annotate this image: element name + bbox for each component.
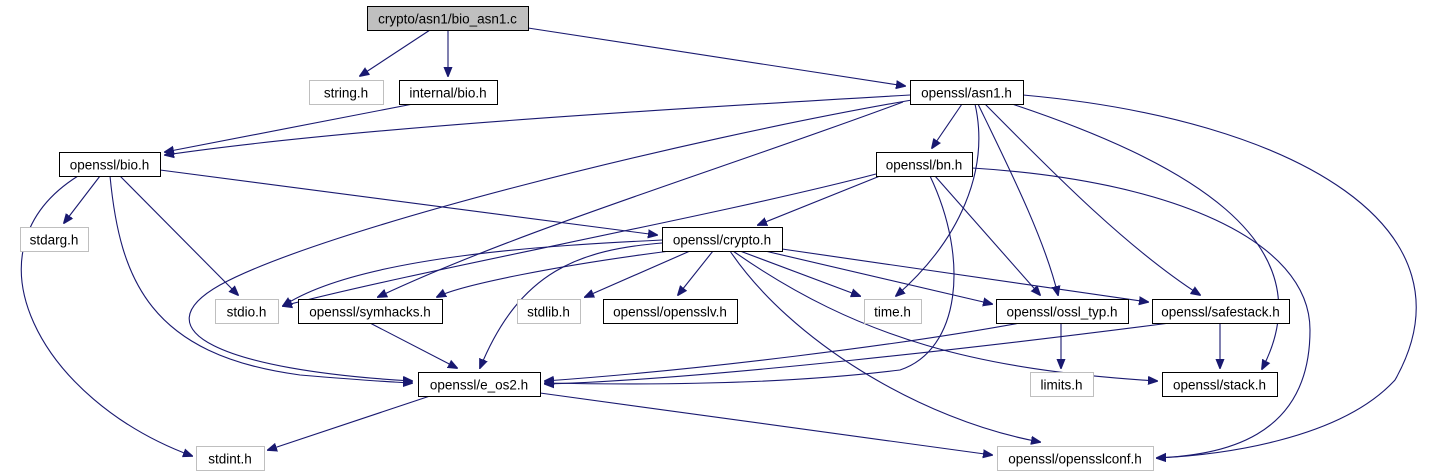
edge-bn-to-stdio	[283, 173, 877, 306]
edge-bio-to-stdint	[20, 175, 192, 456]
edge-crypto-to-symhacks	[437, 250, 671, 297]
edge-bn-to-ossl-typ	[934, 175, 1040, 295]
node-label: stdlib.h	[527, 305, 570, 320]
node-label: openssl/asn1.h	[921, 86, 1012, 101]
node-stack-h[interactable]: openssl/stack.h	[1162, 372, 1278, 397]
edge-asn1-to-stack	[1011, 103, 1280, 369]
edge-asn1-to-ossl-typ	[977, 103, 1058, 295]
node-label: crypto/asn1/bio_asn1.c	[378, 12, 517, 27]
edge-asn1-to-bn	[932, 103, 963, 148]
edge-asn1-to-safestack	[984, 103, 1200, 295]
node-stdio-h[interactable]: stdio.h	[215, 299, 279, 324]
node-label: openssl/ossl_typ.h	[1006, 305, 1117, 320]
edge-crypto-to-e-os2	[480, 242, 663, 368]
node-label: openssl/bn.h	[886, 158, 963, 173]
node-label: openssl/crypto.h	[673, 233, 771, 248]
edge-bn-to-crypto	[758, 175, 881, 225]
edge-crypto-to-ossl-typ	[764, 250, 992, 304]
edge-internal-bio-to-bio	[165, 103, 414, 152]
node-label: stdarg.h	[30, 233, 79, 248]
node-label: internal/bio.h	[409, 86, 486, 101]
node-label: openssl/safestack.h	[1161, 305, 1280, 320]
node-asn1-h[interactable]: openssl/asn1.h	[910, 80, 1024, 105]
node-label: openssl/e_os2.h	[430, 378, 528, 393]
node-label: openssl/symhacks.h	[309, 305, 431, 320]
node-label: limits.h	[1040, 378, 1082, 393]
edges	[20, 27, 1417, 458]
edge-e-os2-to-opensslconf	[539, 392, 992, 455]
edge-root-to-asn1	[527, 27, 905, 86]
node-stdarg-h[interactable]: stdarg.h	[20, 227, 89, 252]
node-label: openssl/stack.h	[1173, 378, 1266, 393]
node-ossl-typ-h[interactable]: openssl/ossl_typ.h	[996, 299, 1129, 324]
edge-bn-to-opensslconf	[971, 167, 1311, 458]
node-label: openssl/opensslv.h	[613, 305, 727, 320]
edge-bio-to-crypto	[159, 169, 657, 235]
node-bn-h[interactable]: openssl/bn.h	[876, 152, 973, 177]
node-label: time.h	[874, 305, 911, 320]
node-stdlib-h[interactable]: stdlib.h	[517, 299, 581, 324]
node-stdint-h[interactable]: stdint.h	[196, 446, 265, 471]
node-label: string.h	[324, 86, 368, 101]
edge-bio-to-stdarg	[64, 175, 101, 223]
node-safestack-h[interactable]: openssl/safestack.h	[1152, 299, 1290, 324]
edge-asn1-to-bio	[165, 94, 911, 155]
edge-asn1-to-symhacks	[378, 101, 904, 297]
edge-crypto-to-opensslconf	[729, 250, 1040, 442]
node-label: stdint.h	[208, 452, 252, 467]
node-string-h[interactable]: string.h	[309, 80, 384, 105]
edge-e-os2-to-stdint	[268, 395, 431, 450]
edge-crypto-to-safestack	[781, 248, 1148, 302]
edge-root-to-string	[360, 29, 431, 76]
node-label: openssl/bio.h	[70, 158, 150, 173]
edge-asn1-to-time	[896, 103, 980, 296]
edge-bio-to-e-os2	[109, 175, 412, 383]
edge-asn1-to-opensslconf	[1022, 94, 1417, 458]
edge-safestack-to-e-os2	[545, 322, 1171, 384]
edge-crypto-to-opensslv	[678, 250, 714, 295]
node-crypto-h[interactable]: openssl/crypto.h	[662, 227, 783, 252]
node-opensslconf-h[interactable]: openssl/opensslconf.h	[997, 446, 1154, 471]
node-label: stdio.h	[227, 305, 267, 320]
edge-bn-to-e-os2	[545, 175, 955, 384]
node-opensslv-h[interactable]: openssl/opensslv.h	[603, 299, 738, 324]
node-internal-bio-h[interactable]: internal/bio.h	[399, 80, 498, 105]
edge-crypto-to-stdio	[283, 239, 663, 306]
node-bio-h[interactable]: openssl/bio.h	[59, 152, 161, 177]
edge-bio-to-stdio	[119, 175, 238, 295]
edge-symhacks-to-e-os2	[369, 322, 457, 368]
node-e-os2-h[interactable]: openssl/e_os2.h	[418, 372, 541, 397]
edge-crypto-to-stdlib	[585, 250, 691, 297]
edge-ossl-typ-to-e-os2	[545, 322, 1021, 381]
edge-crypto-to-time	[739, 250, 860, 296]
node-limits-h[interactable]: limits.h	[1030, 372, 1094, 397]
nodes: crypto/asn1/bio_asn1.c string.h internal…	[20, 6, 1290, 471]
node-symhacks-h[interactable]: openssl/symhacks.h	[298, 299, 443, 324]
node-time-h[interactable]: time.h	[864, 299, 922, 324]
node-label: openssl/opensslconf.h	[1008, 452, 1142, 467]
edge-asn1-to-e-os2	[188, 99, 913, 381]
node-bio-asn1-c[interactable]: crypto/asn1/bio_asn1.c	[367, 6, 529, 31]
